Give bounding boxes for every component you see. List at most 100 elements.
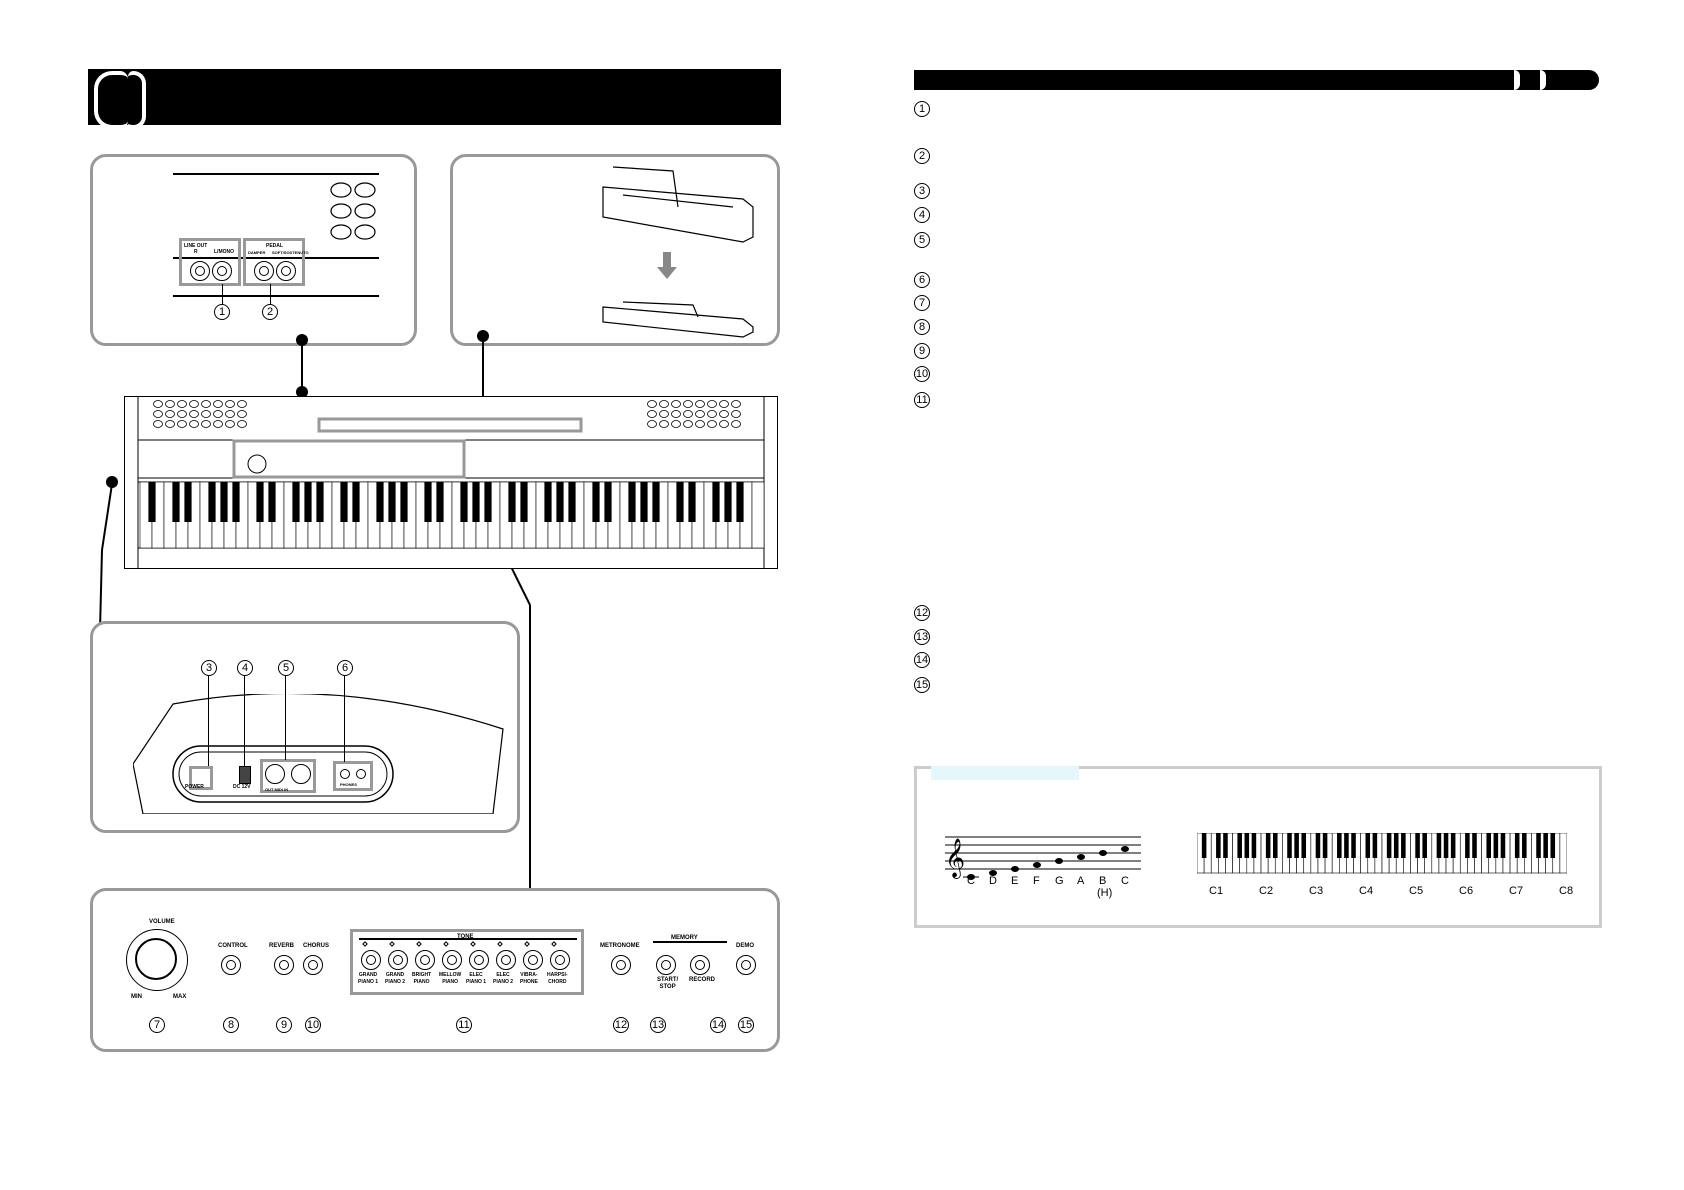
callout-7: 7 xyxy=(914,295,930,311)
callout-8: 8 xyxy=(914,319,930,335)
note-range-tab xyxy=(931,766,1079,780)
section-title-bar xyxy=(88,69,781,129)
line-out-label: LINE OUT xyxy=(184,243,208,249)
piano-illustration xyxy=(124,396,778,569)
octave-label: C3 xyxy=(1309,885,1324,897)
damper-jack[interactable] xyxy=(254,261,274,281)
note-name: C xyxy=(1121,875,1129,887)
pedal-group: PEDAL DAMPER SOFT/SOSTENUTO xyxy=(243,238,309,286)
demo-button[interactable] xyxy=(736,955,756,975)
octave-label: C5 xyxy=(1409,885,1424,897)
callout-12: 12 xyxy=(914,605,930,621)
octave-label: C2 xyxy=(1259,885,1274,897)
octave-label: C7 xyxy=(1509,885,1524,897)
title-bracket-icon xyxy=(94,71,128,129)
side-panel-detail: POWER DC 12V OUT MIDI IN PHONES 3 4 5 6 xyxy=(90,621,520,833)
metronome-label: METRONOME xyxy=(600,943,640,949)
tone-indicator xyxy=(470,941,476,947)
record-button[interactable] xyxy=(690,955,710,975)
callout-13: 13 xyxy=(650,1017,666,1033)
tone-button-8[interactable] xyxy=(550,950,570,970)
callout-1: 1 xyxy=(214,304,230,320)
line-out-r-label: R xyxy=(194,249,198,255)
volume-min-label: MIN xyxy=(131,994,142,1000)
tone-button-1[interactable] xyxy=(361,950,381,970)
note-name: C xyxy=(967,875,975,887)
tone-button-6[interactable] xyxy=(496,950,516,970)
title-bracket-icon xyxy=(128,71,146,129)
tone-button-5[interactable] xyxy=(469,950,489,970)
power-label: POWER xyxy=(185,784,204,790)
reverb-button[interactable] xyxy=(274,955,294,975)
note-name: A xyxy=(1077,875,1085,887)
note-name: G xyxy=(1055,875,1064,887)
soft-jack[interactable] xyxy=(276,261,296,281)
pedal-label: PEDAL xyxy=(266,243,283,249)
volume-knob[interactable] xyxy=(126,929,188,991)
volume-max-label: MAX xyxy=(173,994,187,1000)
callout-2: 2 xyxy=(914,148,930,164)
callout-5: 5 xyxy=(914,232,930,248)
full-keyboard xyxy=(1197,833,1567,874)
tone-indicator xyxy=(524,941,530,947)
midi-label: OUT MIDI IN xyxy=(265,787,289,792)
callout-5: 5 xyxy=(278,660,294,676)
midi-in-port[interactable] xyxy=(291,764,311,784)
tone-label-7: VIBRA-PHONE xyxy=(520,972,538,985)
start-stop-button[interactable] xyxy=(656,955,676,975)
note-name: F xyxy=(1033,875,1040,887)
tone-indicator xyxy=(416,941,422,947)
tone-label: TONE xyxy=(457,934,474,940)
callout-3: 3 xyxy=(914,183,930,199)
callout-11: 11 xyxy=(456,1017,472,1033)
dc-jack[interactable] xyxy=(239,766,251,784)
note-name: D xyxy=(989,875,997,887)
svg-text:𝄞: 𝄞 xyxy=(945,838,965,879)
callout-1: 1 xyxy=(914,101,930,117)
power-button[interactable] xyxy=(189,766,213,790)
control-label: CONTROL xyxy=(218,943,248,949)
callout-3: 3 xyxy=(201,660,217,676)
control-button[interactable] xyxy=(221,955,241,975)
callout-7: 7 xyxy=(149,1017,165,1033)
soft-label: SOFT/SOSTENUTO xyxy=(272,250,309,255)
note-b-alt: (H) xyxy=(1097,887,1113,899)
callout-12: 12 xyxy=(613,1017,629,1033)
tone-indicator xyxy=(497,941,503,947)
octave-label: C6 xyxy=(1459,885,1474,897)
callout-10: 10 xyxy=(305,1017,321,1033)
line-out-r-jack[interactable] xyxy=(190,261,210,281)
note-name: E xyxy=(1011,875,1019,887)
phones-label: PHONES xyxy=(340,782,357,787)
phones-jack-1[interactable] xyxy=(340,769,350,779)
midi-out-port[interactable] xyxy=(265,764,285,784)
tone-button-2[interactable] xyxy=(388,950,408,970)
line-out-l-jack[interactable] xyxy=(212,261,232,281)
reverb-label: REVERB xyxy=(269,943,295,949)
tone-indicator xyxy=(362,941,368,947)
callout-13: 13 xyxy=(914,629,930,645)
tone-label-8: HARPSI-CHORD xyxy=(547,972,568,985)
music-stand-illustration xyxy=(602,166,754,338)
tone-button-4[interactable] xyxy=(442,950,462,970)
tone-button-7[interactable] xyxy=(523,950,543,970)
octave-label: C4 xyxy=(1359,885,1374,897)
dc-label: DC 12V xyxy=(233,784,251,790)
chorus-button[interactable] xyxy=(303,955,323,975)
callout-4: 4 xyxy=(237,660,253,676)
octave-label: C8 xyxy=(1559,885,1574,897)
music-stand-detail xyxy=(450,154,780,346)
octave-label: C1 xyxy=(1209,885,1224,897)
chorus-label: CHORUS xyxy=(303,943,330,949)
tone-indicator xyxy=(443,941,449,947)
midi-group: OUT MIDI IN xyxy=(260,759,316,793)
phones-jack-2[interactable] xyxy=(356,769,366,779)
tone-button-3[interactable] xyxy=(415,950,435,970)
metronome-button[interactable] xyxy=(611,955,631,975)
